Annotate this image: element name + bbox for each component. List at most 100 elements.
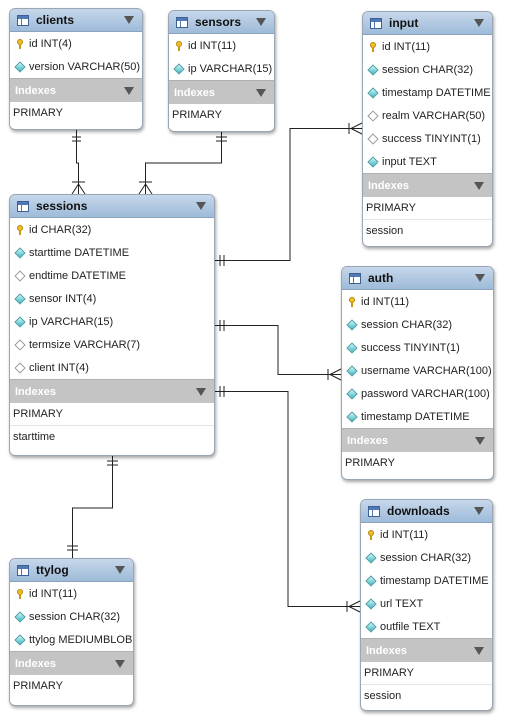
column-row[interactable]: endtime DATETIME [10,264,214,287]
column-row[interactable]: success TINYINT(1) [363,127,492,150]
column-row[interactable]: id INT(11) [169,34,274,57]
indexes-header[interactable]: Indexes [361,638,492,662]
index-row[interactable]: PRIMARY [364,667,414,679]
column-icon [364,551,377,564]
indexes-header[interactable]: Indexes [10,379,214,403]
table-sensors[interactable]: sensors id INT(11) ip VARCHAR(15) Indexes… [168,10,275,132]
column-row[interactable]: id INT(4) [10,32,142,55]
collapse-arrow-icon[interactable] [115,660,125,668]
collapse-arrow-icon[interactable] [474,647,484,655]
indexes-header[interactable]: Indexes [169,80,274,104]
index-row[interactable]: session [361,684,492,707]
indexes-header[interactable]: Indexes [10,78,142,102]
column-row[interactable]: session CHAR(32) [363,58,492,81]
column-label: id INT(4) [29,37,72,50]
collapse-arrow-icon[interactable] [256,18,266,26]
table-header[interactable]: clients [10,9,142,32]
column-label: sensor INT(4) [29,292,97,305]
table-name: ttylog [36,563,69,577]
column-row[interactable]: timestamp DATETIME [363,81,492,104]
indexes-header[interactable]: Indexes [363,173,492,197]
column-row[interactable]: version VARCHAR(50) [10,55,142,78]
column-row[interactable]: password VARCHAR(100) [342,382,493,405]
table-header[interactable]: auth [342,267,493,290]
table-icon [17,14,29,26]
table-name: input [389,16,419,30]
indexes-header[interactable]: Indexes [342,428,493,452]
collapse-arrow-icon[interactable] [196,202,206,210]
column-row[interactable]: success TINYINT(1) [342,336,493,359]
index-row[interactable]: PRIMARY [366,202,416,214]
column-row[interactable]: termsize VARCHAR(7) [10,333,214,356]
collapse-arrow-icon[interactable] [474,507,484,515]
collapse-arrow-icon[interactable] [256,89,266,97]
column-row[interactable]: input TEXT [363,150,492,173]
column-label: id INT(11) [188,39,237,52]
column-row[interactable]: timestamp DATETIME [361,569,492,592]
indexes-header[interactable]: Indexes [10,651,133,675]
column-icon [345,318,358,331]
collapse-arrow-icon[interactable] [474,19,484,27]
column-icon [366,86,379,99]
column-row[interactable]: starttime DATETIME [10,241,214,264]
index-row[interactable]: PRIMARY [13,680,63,692]
column-row[interactable]: url TEXT [361,592,492,615]
column-row[interactable]: id INT(11) [361,523,492,546]
column-row[interactable]: id INT(11) [10,582,133,605]
table-clients[interactable]: clients id INT(4) version VARCHAR(50) Ind… [9,8,143,130]
column-row[interactable]: session CHAR(32) [342,313,493,336]
column-row[interactable]: session CHAR(32) [361,546,492,569]
primary-key-icon [15,39,24,49]
column-row[interactable]: ttylog MEDIUMBLOB [10,628,133,651]
primary-key-icon [174,41,183,51]
column-icon [172,62,185,75]
column-label: timestamp DATETIME [361,410,470,423]
collapse-arrow-icon[interactable] [124,16,134,24]
collapse-arrow-icon[interactable] [124,87,134,95]
table-auth[interactable]: auth id INT(11)session CHAR(32)success T… [341,266,494,480]
collapse-arrow-icon[interactable] [196,388,206,396]
table-header[interactable]: input [363,12,492,35]
nullable-column-icon [13,269,26,282]
column-row[interactable]: outfile TEXT [361,615,492,638]
primary-key-icon [366,530,375,540]
table-header[interactable]: sessions [10,195,214,218]
column-row[interactable]: username VARCHAR(100) [342,359,493,382]
rel-sessions-input [214,128,363,261]
table-header[interactable]: sensors [169,11,274,34]
column-row[interactable]: ip VARCHAR(15) [10,310,214,333]
table-input[interactable]: input id INT(11)session CHAR(32)timestam… [362,11,493,247]
index-row[interactable]: PRIMARY [172,109,222,121]
collapse-arrow-icon[interactable] [474,182,484,190]
nullable-column-icon [366,132,379,145]
index-row[interactable]: session [363,219,492,242]
column-row[interactable]: timestamp DATETIME [342,405,493,428]
column-row[interactable]: realm VARCHAR(50) [363,104,492,127]
column-row[interactable]: id INT(11) [363,35,492,58]
table-downloads[interactable]: downloads id INT(11) session CHAR(32) time… [360,499,493,711]
table-ttylog[interactable]: ttylog id INT(11)session CHAR(32) ttylog … [9,558,134,706]
column-row[interactable]: id CHAR(32) [10,218,214,241]
table-icon [17,200,29,212]
column-row[interactable]: ip VARCHAR(15) [169,57,274,80]
collapse-arrow-icon[interactable] [475,437,485,445]
index-row[interactable]: PRIMARY [13,107,63,119]
index-row[interactable]: starttime [10,425,214,448]
index-row[interactable]: PRIMARY [13,408,63,420]
table-header[interactable]: ttylog [10,559,133,582]
column-row[interactable]: id INT(11) [342,290,493,313]
column-label: session CHAR(32) [380,551,472,564]
table-icon [349,272,361,284]
column-row[interactable]: session CHAR(32) [10,605,133,628]
table-icon [368,505,380,517]
collapse-arrow-icon[interactable] [115,566,125,574]
index-row[interactable]: PRIMARY [345,457,395,469]
column-label: ttylog MEDIUMBLOB [29,633,133,646]
column-row[interactable]: sensor INT(4) [10,287,214,310]
column-icon [345,364,358,377]
table-header[interactable]: downloads [361,500,492,523]
collapse-arrow-icon[interactable] [475,274,485,282]
column-label: outfile TEXT [380,620,441,633]
column-row[interactable]: client INT(4) [10,356,214,379]
